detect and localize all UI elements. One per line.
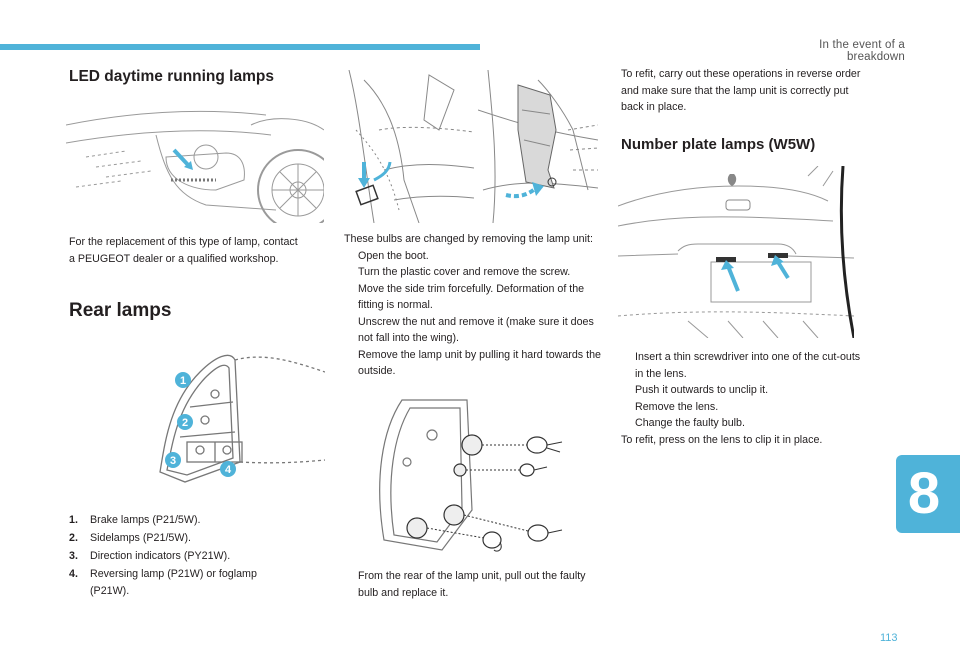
rear-lamps-heading: Rear lamps — [69, 300, 172, 321]
plate-closing: To refit, press on the lens to clip it i… — [621, 433, 823, 446]
removal-step: Remove the lamp unit by pulling it hard … — [344, 347, 602, 380]
plate-step: Remove the lens. — [621, 399, 871, 416]
page-number: 113 — [880, 632, 898, 644]
legend-item: 4. Reversing lamp (P21W) or foglamp (P21W… — [69, 566, 284, 599]
refit-text: To refit, carry out these operations in … — [621, 66, 871, 116]
bulb-step-text: From the rear of the lamp unit, pull out… — [358, 570, 586, 599]
removal-step-text: Remove the lamp unit by pulling it hard … — [358, 348, 601, 378]
removal-step: Unscrew the nut and remove it (make sure… — [344, 314, 602, 347]
legend-number: 2. — [69, 532, 78, 544]
led-paragraph: For the replacement of this type of lamp… — [69, 236, 298, 265]
removal-step-text: Move the side trim forcefully. Deformati… — [358, 282, 585, 312]
legend-item: 1. Brake lamps (P21/5W). — [69, 512, 284, 529]
removal-step-text: Unscrew the nut and remove it (make sure… — [358, 315, 594, 345]
led-heading: LED daytime running lamps — [69, 68, 274, 85]
led-lamp-illustration — [66, 95, 324, 223]
legend-item: 2. Sidelamps (P21/5W). — [69, 530, 284, 547]
legend-text: Reversing lamp (P21W) or foglamp (P21W). — [90, 568, 257, 597]
plate-step: Change the faulty bulb. — [621, 415, 871, 432]
rear-lamps-legend: 1. Brake lamps (P21/5W). 2. Sidelamps (P21… — [69, 512, 284, 601]
number-plate-illustration — [618, 166, 854, 338]
number-plate-instructions: Insert a thin screwdriver into one of th… — [621, 349, 871, 448]
number-plate-heading: Number plate lamps (W5W) — [621, 136, 816, 153]
callout-1: 1 — [180, 375, 186, 387]
refit-paragraph: To refit, carry out these operations in … — [621, 68, 861, 113]
legend-number: 4. — [69, 568, 78, 580]
chapter-number: 8 — [907, 461, 941, 526]
callout-3: 3 — [170, 455, 176, 467]
removal-instructions: These bulbs are changed by removing the … — [344, 231, 602, 380]
removal-intro: These bulbs are changed by removing the … — [344, 233, 593, 245]
led-text: For the replacement of this type of lamp… — [69, 234, 301, 267]
removal-step: Turn the plastic cover and remove the sc… — [344, 264, 602, 281]
removal-step: Open the boot. — [344, 248, 602, 265]
callout-2: 2 — [182, 417, 188, 429]
legend-text: Sidelamps (P21/5W). — [90, 532, 191, 544]
boot-trim-illustration-right — [478, 70, 598, 223]
plate-step-text: Remove the lens. — [635, 400, 719, 413]
plate-step: Push it outwards to unclip it. — [621, 382, 871, 399]
legend-item: 3. Direction indicators (PY21W). — [69, 548, 284, 565]
header-accent-bar — [0, 44, 480, 50]
removal-step: Move the side trim forcefully. Deformati… — [344, 281, 602, 314]
legend-number: 3. — [69, 550, 78, 562]
plate-step-text: Push it outwards to unclip it. — [635, 384, 769, 396]
boot-trim-illustration-left — [344, 70, 474, 223]
bulb-step: From the rear of the lamp unit, pull out… — [344, 568, 602, 601]
legend-text: Brake lamps (P21/5W). — [90, 514, 201, 526]
chapter-tab: 8 — [896, 455, 960, 533]
removal-step-text: Open the boot. — [358, 249, 429, 262]
section-title: In the event of a breakdown — [819, 39, 905, 63]
lamp-unit-bulbs-diagram — [372, 390, 572, 555]
legend-text: Direction indicators (PY21W). — [90, 550, 231, 562]
legend-number: 1. — [69, 514, 78, 526]
plate-step-text: Change the faulty bulb. — [635, 417, 745, 429]
plate-step-text: Insert a thin screwdriver into one of th… — [635, 351, 861, 380]
bulb-replacement-step: From the rear of the lamp unit, pull out… — [344, 568, 602, 601]
removal-step-text: Turn the plastic cover and remove the sc… — [358, 266, 571, 278]
plate-step: Insert a thin screwdriver into one of th… — [621, 349, 871, 382]
callout-4: 4 — [225, 464, 232, 476]
rear-lamp-diagram: 1 2 3 4 — [145, 332, 325, 500]
